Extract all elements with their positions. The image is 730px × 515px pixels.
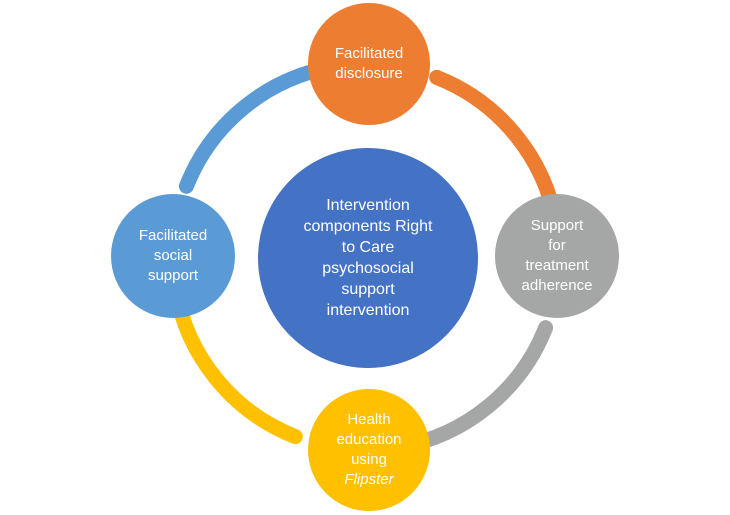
node-circle-treatment-adherence [495,194,619,318]
node-circle-health-education [308,389,430,511]
node-circle-facilitated-disclosure [308,3,430,125]
node-circle-social-support [111,194,235,318]
arc-top-left [178,59,340,194]
center-circle-intervention-components [258,148,478,368]
